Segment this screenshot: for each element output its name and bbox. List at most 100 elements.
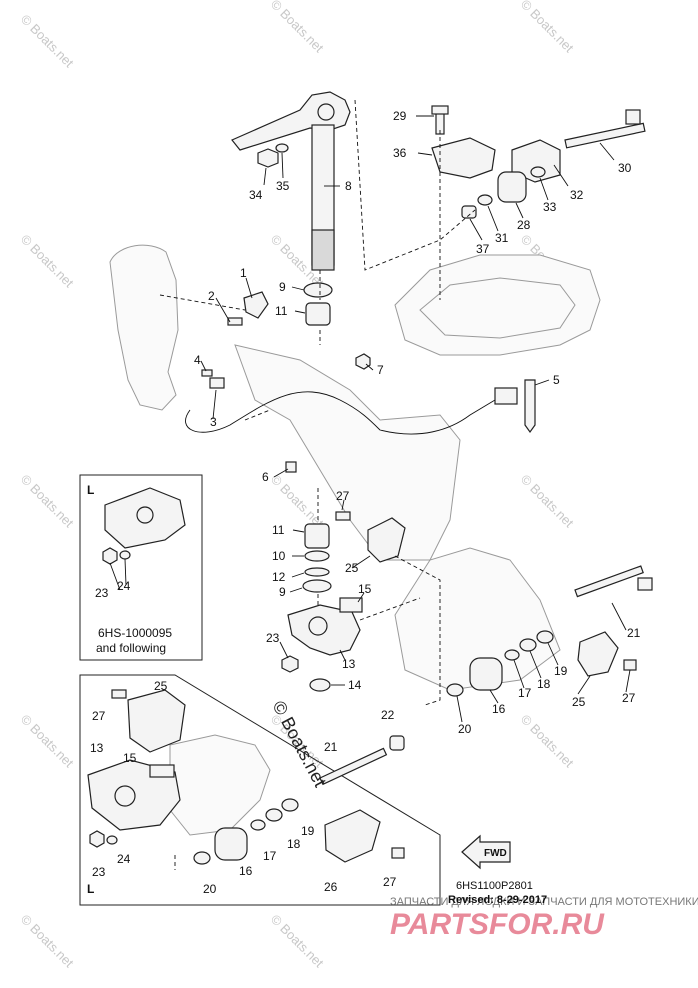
assembly-lines bbox=[159, 99, 476, 870]
leader bbox=[577, 675, 591, 695]
bracket-15 bbox=[339, 597, 363, 613]
watermark: © Boats.net bbox=[268, 912, 327, 971]
upper-mount-assembly bbox=[431, 105, 646, 219]
dash-line bbox=[354, 99, 476, 271]
watermark: © Boats.net bbox=[18, 712, 77, 771]
callout-labels: 1 2 3 4 5 6 7 8 9 9 10 11 11 12 13 13 14… bbox=[90, 109, 641, 896]
leader bbox=[351, 555, 371, 569]
steering-housing-ghost bbox=[234, 344, 461, 561]
callout-21: 21 bbox=[627, 626, 641, 640]
leader bbox=[365, 363, 374, 371]
inset-top-bore bbox=[136, 506, 154, 524]
inset-texts: L 6HS-1000095 and following L bbox=[87, 483, 172, 896]
inset-washer-17 bbox=[250, 819, 266, 831]
connector-plug bbox=[494, 387, 518, 405]
callout-32: 32 bbox=[570, 188, 584, 202]
leader bbox=[200, 360, 207, 372]
clamp-14 bbox=[309, 678, 331, 692]
bolt-29-head bbox=[431, 105, 449, 115]
washer-19 bbox=[536, 630, 554, 644]
inset-bolt-21 bbox=[319, 747, 388, 786]
inset-bracket-ghost bbox=[169, 734, 271, 836]
callout-8: 8 bbox=[345, 179, 352, 193]
callout-23: 23 bbox=[266, 631, 280, 645]
callout-31: 31 bbox=[495, 231, 509, 245]
callout-25-right: 25 bbox=[572, 695, 586, 709]
leader bbox=[291, 572, 305, 578]
callout-27-right: 27 bbox=[622, 691, 636, 705]
watermark: © Boats.net bbox=[518, 0, 577, 56]
leader bbox=[547, 642, 559, 666]
clamp-and-bolt bbox=[227, 291, 269, 326]
washer-17 bbox=[504, 649, 520, 661]
inset-cover-26 bbox=[324, 809, 381, 863]
cover-25-upper bbox=[367, 517, 406, 563]
inset-housing-bore bbox=[114, 785, 136, 807]
callout-12: 12 bbox=[272, 570, 286, 584]
inset-top-nut bbox=[102, 547, 118, 565]
washer-18 bbox=[519, 638, 537, 652]
callout-24-inset-bottom: 24 bbox=[117, 852, 131, 866]
swivel-bracket-ghost bbox=[109, 244, 179, 411]
leader bbox=[294, 310, 306, 314]
leader bbox=[417, 152, 433, 156]
callout-13-inset: 13 bbox=[90, 741, 104, 755]
steering-shaft-assembly bbox=[231, 91, 351, 271]
inset-washer-18 bbox=[265, 808, 283, 822]
bolt-30-head bbox=[625, 109, 641, 125]
upper-bushing-stack bbox=[303, 282, 333, 326]
callout-37: 37 bbox=[476, 242, 490, 256]
callout-15: 15 bbox=[358, 582, 372, 596]
callout-28: 28 bbox=[517, 218, 531, 232]
screw-6 bbox=[285, 461, 297, 473]
leader bbox=[263, 167, 267, 186]
washer-9-lower bbox=[302, 579, 332, 593]
callout-19: 19 bbox=[554, 664, 568, 678]
leader bbox=[291, 286, 305, 291]
dash-line bbox=[244, 409, 271, 421]
nut-34 bbox=[257, 148, 279, 168]
inset-washer-19 bbox=[281, 798, 299, 812]
harness-assembly bbox=[185, 353, 536, 473]
inset-bolt-27b bbox=[391, 847, 405, 859]
dash-line bbox=[159, 294, 246, 311]
leader bbox=[273, 468, 289, 478]
watermark: © Boats.net bbox=[18, 912, 77, 971]
inset-bottom bbox=[79, 674, 441, 906]
callout-2: 2 bbox=[208, 289, 215, 303]
mount-cover-upper bbox=[335, 511, 406, 563]
revised-date: Revised: 8-29-2017 bbox=[448, 894, 547, 906]
bolt-27-upper bbox=[335, 511, 351, 521]
inset-nut-23 bbox=[89, 830, 105, 848]
lower-housing-assembly bbox=[281, 597, 363, 692]
brand-logo: PARTSFOR.RU bbox=[390, 908, 605, 941]
leader bbox=[456, 695, 463, 723]
lower-bushing-stack bbox=[302, 523, 332, 593]
callout-25-inset: 25 bbox=[154, 679, 168, 693]
ru-tagline: ЗАПЧАСТИ ДЛЯ ЛОДКИ И ЗАПЧАСТИ ДЛЯ МОТОТЕ… bbox=[390, 896, 698, 908]
dash-line bbox=[394, 555, 441, 706]
background-housings bbox=[109, 244, 601, 836]
callout-21-inset: 21 bbox=[324, 740, 338, 754]
bolt-27-right bbox=[623, 659, 637, 671]
callout-3: 3 bbox=[210, 415, 217, 429]
inset-top-caption-1: 6HS-1000095 bbox=[98, 626, 172, 640]
inset-washer-24 bbox=[106, 835, 118, 845]
nut-7 bbox=[355, 353, 371, 370]
callout-23-inset-top: 23 bbox=[95, 586, 109, 600]
callout-27-inset: 27 bbox=[92, 709, 106, 723]
callout-6: 6 bbox=[262, 470, 269, 484]
leader bbox=[109, 562, 121, 591]
bushing-11-upper bbox=[305, 302, 331, 326]
inset-mount-16 bbox=[214, 827, 248, 861]
leader bbox=[279, 641, 289, 659]
leader bbox=[553, 164, 569, 187]
leader bbox=[289, 587, 303, 593]
inset-top-marker: L bbox=[87, 483, 94, 497]
clamp-1 bbox=[243, 291, 269, 319]
inset-top-caption-2: and following bbox=[96, 641, 166, 655]
leader bbox=[357, 592, 365, 603]
leader bbox=[625, 669, 631, 693]
leader bbox=[292, 529, 305, 533]
leader bbox=[215, 297, 231, 323]
